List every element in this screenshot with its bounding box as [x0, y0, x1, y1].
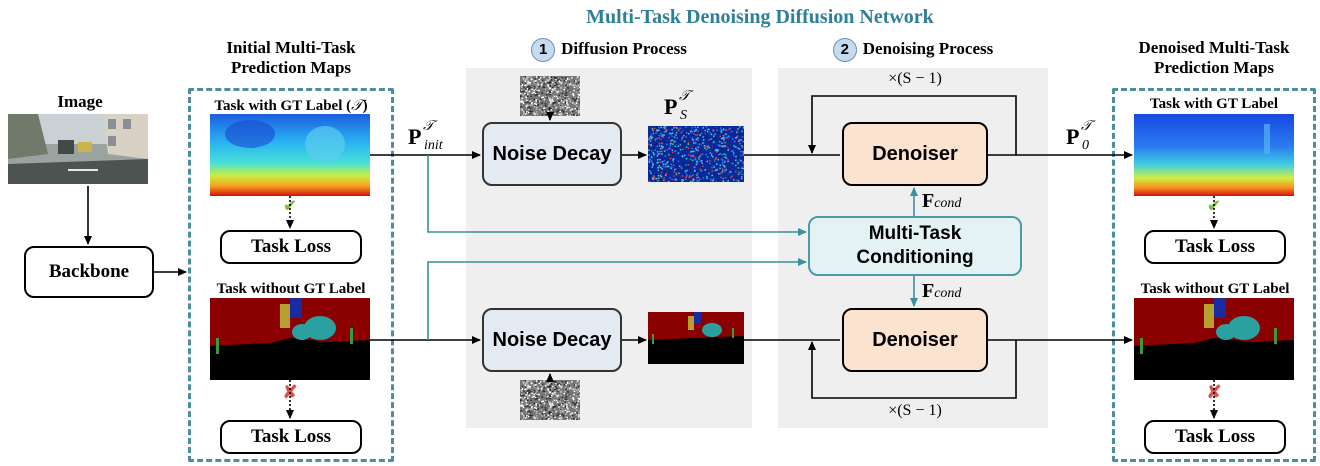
f-cond-bottom-sub: cond: [934, 286, 962, 301]
right-depth-map: [1134, 114, 1294, 196]
left-task-loss-top-label: Task Loss: [250, 236, 332, 257]
initial-maps-heading-line2: Prediction Maps: [230, 58, 352, 77]
initial-maps-heading-line1: Initial Multi-Task: [226, 38, 356, 57]
p-s-base: P: [664, 94, 678, 119]
f-cond-top-sub: cond: [934, 196, 962, 211]
denoiser-top-box: Denoiser: [842, 122, 988, 186]
noise-decay-top-box: Noise Decay: [482, 122, 622, 186]
image-label: Image: [57, 92, 103, 111]
f-cond-bottom-label: Fcond: [922, 280, 961, 303]
input-image: [8, 114, 148, 184]
noise-decay-bottom-label: Noise Decay: [492, 328, 612, 351]
denoising-heading-text: Denoising Process: [862, 38, 994, 58]
left-task-gt-label: Task with GT Label (𝒯): [190, 96, 392, 115]
noise-decay-top-label: Noise Decay: [492, 142, 612, 165]
left-depth-map: [210, 114, 370, 196]
backbone-label: Backbone: [48, 261, 130, 282]
noise-decay-bottom-box: Noise Decay: [482, 308, 622, 372]
right-seg-map: [1134, 298, 1294, 380]
noisy-seg-map: [648, 312, 744, 364]
p-0-base: P: [1066, 124, 1080, 149]
conditioning-line2: Conditioning: [856, 247, 974, 268]
right-task-loss-top-label: Task Loss: [1174, 236, 1256, 257]
p-0-sup: 𝒯: [1081, 118, 1092, 134]
conditioning-line1: Multi-Task: [868, 223, 962, 244]
denoiser-bottom-box: Denoiser: [842, 308, 988, 372]
noise-patch-bottom-icon: [520, 380, 580, 420]
f-cond-top-base: F: [922, 190, 935, 212]
denoiser-top-label: Denoiser: [872, 142, 958, 165]
left-task-no-gt-label: Task without GT Label: [216, 281, 366, 297]
noise-patch-top-icon: [520, 76, 580, 116]
right-check-icon: ✔: [1207, 198, 1221, 215]
diagram-title: Multi-Task Denoising Diffusion Network: [586, 6, 934, 28]
initial-maps-frame: [188, 88, 394, 462]
denoised-maps-heading-line2: Prediction Maps: [1153, 58, 1275, 77]
initial-maps-heading: Initial Multi-Task Prediction Maps: [188, 38, 394, 78]
loop-count-top: ×(S − 1): [888, 70, 942, 87]
right-task-loss-bottom: Task Loss: [1144, 420, 1286, 454]
denoising-step-badge: 2: [832, 38, 857, 62]
left-task-gt-symbol: 𝒯: [351, 96, 363, 114]
right-task-gt-label: Task with GT Label: [1150, 96, 1278, 112]
left-cross-icon: ✘: [282, 382, 298, 402]
diffusion-heading-text: Diffusion Process: [561, 38, 687, 58]
right-task-loss-top: Task Loss: [1144, 230, 1286, 264]
multi-task-conditioning-box: Multi-Task Conditioning: [808, 216, 1022, 276]
p-s-sup: 𝒯: [679, 88, 690, 104]
denoised-maps-frame: [1112, 88, 1316, 462]
left-seg-map: [210, 298, 370, 380]
left-task-loss-bottom: Task Loss: [220, 420, 362, 454]
left-check-icon: ✔: [283, 198, 297, 215]
backbone-box: Backbone: [24, 246, 154, 298]
denoised-maps-heading-line1: Denoised Multi-Task: [1138, 38, 1290, 57]
right-task-no-gt-label: Task without GT Label: [1140, 281, 1290, 297]
right-task-loss-bottom-label: Task Loss: [1174, 426, 1256, 447]
denoiser-bottom-label: Denoiser: [872, 328, 958, 351]
left-task-gt-text: Task with GT Label (: [214, 98, 352, 114]
p-s-sub: S: [680, 108, 687, 123]
left-task-loss-top: Task Loss: [220, 230, 362, 264]
left-task-gt-close: ): [362, 98, 368, 114]
p-init-sub: init: [424, 138, 443, 153]
f-cond-bottom-base: F: [922, 280, 935, 302]
f-cond-top-label: Fcond: [922, 190, 961, 213]
p-init-base: P: [408, 124, 422, 149]
p-0-sub: 0: [1082, 138, 1089, 153]
diffusion-step-badge: 1: [531, 38, 556, 62]
p-init-sup: 𝒯: [423, 118, 434, 134]
loop-count-bottom: ×(S − 1): [888, 402, 942, 419]
noisy-depth-map: [648, 126, 744, 182]
right-cross-icon: ✘: [1206, 382, 1222, 402]
left-task-loss-bottom-label: Task Loss: [250, 426, 332, 447]
denoised-maps-heading: Denoised Multi-Task Prediction Maps: [1108, 38, 1320, 78]
